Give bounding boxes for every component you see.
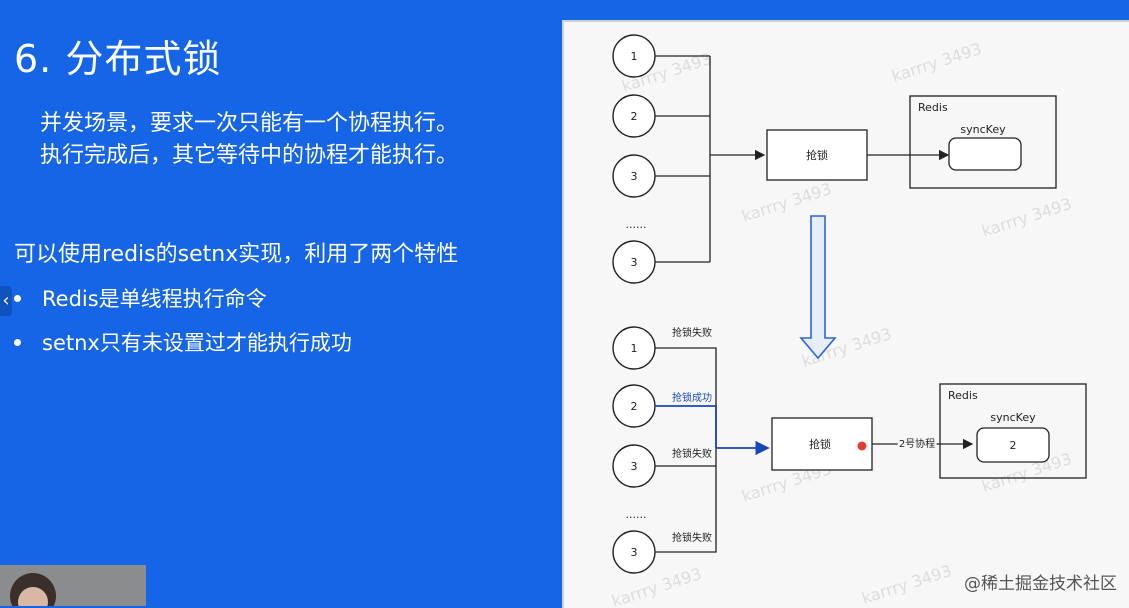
pointer-icon bbox=[857, 441, 867, 451]
success-path bbox=[655, 405, 717, 448]
goroutine-arrow-label: 2号协程 bbox=[899, 437, 935, 450]
slide-title: 6. 分布式锁 bbox=[14, 37, 222, 81]
intro-line-1: 并发场景，要求一次只能有一个协程执行。 bbox=[40, 111, 459, 136]
node-label: 2 bbox=[631, 110, 638, 123]
connector-lines bbox=[655, 347, 717, 553]
diagram-panel: karrry 3493 karrry 3493 karrry 3493 karr… bbox=[562, 20, 1129, 608]
lock-diagram: karrry 3493 karrry 3493 karrry 3493 karr… bbox=[609, 34, 1087, 608]
intro-text: 并发场景，要求一次只能有一个协程执行。 执行完成后，其它等待中的协程才能执行。 bbox=[40, 108, 458, 172]
redis-label: Redis bbox=[948, 389, 978, 402]
lock-box bbox=[771, 417, 873, 471]
node-label: 3 bbox=[631, 256, 638, 269]
fail-label: 抢锁失败 bbox=[672, 531, 712, 544]
node-label: 3 bbox=[631, 460, 638, 473]
connector-lines bbox=[655, 55, 711, 263]
lock-box-label: 抢锁 bbox=[806, 148, 828, 162]
node-label: 2 bbox=[631, 400, 638, 413]
success-label: 抢锁成功 bbox=[672, 391, 712, 404]
watermark-text: karrry 3493 bbox=[979, 194, 1074, 241]
ellipsis-label: ...... bbox=[626, 218, 647, 231]
bottom-diagram: 1 2 3 ...... 3 抢锁失败 抢锁成功 抢锁失败 抢锁失败 抢锁 2号… bbox=[612, 326, 1087, 574]
down-arrow-icon bbox=[799, 215, 837, 360]
feature-list: Redis是单线程执行命令 setnx只有未设置过才能执行成功 bbox=[14, 282, 352, 370]
presenter-avatar bbox=[10, 573, 56, 606]
redis-label: Redis bbox=[918, 101, 948, 114]
lock-box bbox=[766, 129, 868, 181]
ellipsis-label: ...... bbox=[626, 508, 647, 521]
webcam-overlay bbox=[0, 565, 146, 606]
lock-box-label: 抢锁 bbox=[809, 437, 831, 451]
node-label: 3 bbox=[631, 546, 638, 559]
feature-text: Redis是单线程执行命令 bbox=[42, 287, 267, 311]
synckey-box bbox=[948, 137, 1022, 171]
watermark-text: karrry 3493 bbox=[889, 39, 984, 86]
redis-box bbox=[939, 383, 1087, 479]
node-label: 1 bbox=[631, 50, 638, 63]
prev-slide-button[interactable]: ‹ bbox=[0, 286, 12, 316]
feature-text: setnx只有未设置过才能执行成功 bbox=[42, 331, 352, 355]
synckey-label: syncKey bbox=[990, 411, 1036, 424]
fail-label: 抢锁失败 bbox=[672, 326, 712, 339]
synckey-box bbox=[976, 427, 1050, 463]
redis-box bbox=[909, 95, 1057, 189]
synckey-value: 2 bbox=[1010, 439, 1017, 452]
intro-line-2: 执行完成后，其它等待中的协程才能执行。 bbox=[40, 143, 459, 168]
chevron-left-icon: ‹ bbox=[2, 290, 10, 311]
node-label: 1 bbox=[631, 342, 638, 355]
watermark-text: karrry 3493 bbox=[859, 561, 954, 608]
feature-item: setnx只有未设置过才能执行成功 bbox=[14, 326, 352, 370]
top-diagram: 1 2 3 ...... 3 抢锁 Redis syncKey bbox=[612, 34, 1057, 284]
fail-label: 抢锁失败 bbox=[672, 447, 712, 460]
feature-item: Redis是单线程执行命令 bbox=[14, 282, 352, 326]
site-watermark: @稀土掘金技术社区 bbox=[964, 574, 1117, 594]
node-label: 3 bbox=[631, 170, 638, 183]
subheading: 可以使用redis的setnx实现，利用了两个特性 bbox=[14, 242, 459, 267]
synckey-label: syncKey bbox=[960, 123, 1006, 136]
